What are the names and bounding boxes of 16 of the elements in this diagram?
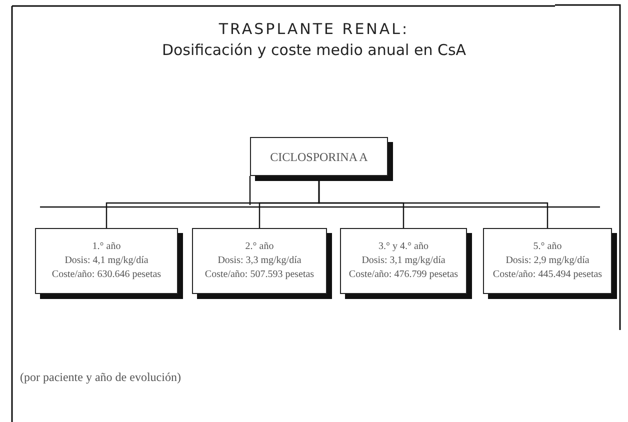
box-text: Dosis: 3,3 mg/kg/día [216,254,302,268]
year-heading: 5.° año [532,240,563,254]
box-text: Coste/año: 476.799 pesetas [348,268,460,282]
diagram-title: TRASPLANTE RENAL: [218,20,410,38]
box-text: CICLOSPORINA A [269,150,369,164]
box-text: Dosis: 3,1 mg/kg/día [360,254,446,268]
box-text: Coste/año: 445.494 pesetas [492,268,604,282]
box-text: Dosis: 2,9 mg/kg/día [504,254,590,268]
year-heading: 1.° año [91,240,122,254]
box-text: Coste/año: 507.593 pesetas [204,268,316,282]
box-text: Dosis: 4,1 mg/kg/día [64,254,150,268]
year-heading: 3.° y 4.° año [378,240,430,254]
year-heading: 2.° año [244,240,275,254]
footnote: (por paciente y año de evolución) [20,370,181,385]
box-text: Coste/año: 630.646 pesetas [50,268,162,282]
subtitle: Dosificación y coste medio anual en CsA [160,41,468,59]
